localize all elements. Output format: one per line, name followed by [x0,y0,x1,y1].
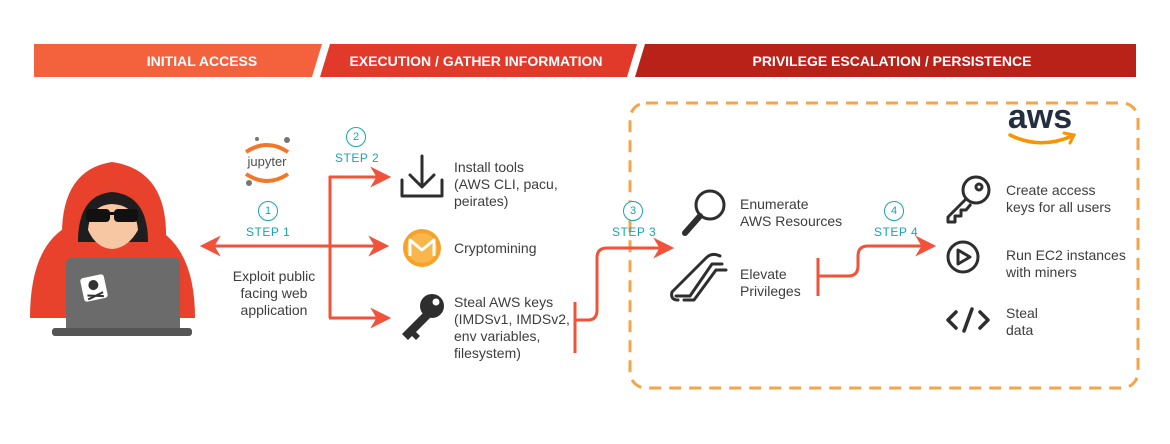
step3-number: 3 [623,201,643,221]
jupyter-logo-icon: jupyter [244,137,290,186]
access-key-icon [946,175,991,224]
aws-boundary-box [628,101,1140,390]
monero-coin-icon [403,229,441,267]
steal-data-text: Steal data [1006,305,1038,338]
step4-arrow [818,235,937,278]
elevate-privileges-text: Elevate Privileges [740,266,801,299]
aws-smile-icon [1008,133,1074,145]
step1-label: STEP 1 [246,225,291,239]
key-icon [402,294,444,340]
download-icon [400,154,444,198]
exploit-web-app-text: Exploit public facing web application [232,268,316,318]
run-ec2-text: Run EC2 instances with miners [1006,247,1126,280]
aws-logo-text: aws [1008,98,1072,136]
install-tools-text: Install tools (AWS CLI, pacu, peirates) [454,159,558,209]
phase-banner-execution [320,44,637,77]
step2-label: STEP 2 [335,151,380,165]
aws-smile-arrow-icon [1062,131,1077,145]
code-icon [946,307,990,333]
cryptomining-text: Cryptomining [454,240,537,256]
step2-number: 2 [346,127,366,147]
phase-label-privilege-escalation: PRIVILEGE ESCALATION / PERSISTENCE [752,53,1031,69]
steal-aws-keys-text: Steal AWS keys (IMDSv1, IMDSv2, env vari… [454,294,570,361]
magnifier-icon [682,189,726,236]
hacker-icon [30,162,195,336]
step3-label: STEP 3 [612,225,657,239]
phase-label-execution: EXECUTION / GATHER INFORMATION [349,53,602,69]
step1-number: 1 [258,201,278,221]
phase-banner-privilege-escalation [635,44,1136,77]
step4-label: STEP 4 [874,225,919,239]
jupyter-logo-text: jupyter [246,154,287,169]
phase-label-initial-access: INITIAL ACCESS [147,53,257,69]
enumerate-resources-text: Enumerate AWS Resources [740,196,843,229]
step3-arrow [575,237,675,322]
create-access-keys-text: Create access keys for all users [1006,182,1112,215]
step4-number: 4 [884,201,904,221]
phase-banner-initial-access [34,44,322,77]
play-icon [946,240,980,274]
escalator-icon [670,252,728,302]
